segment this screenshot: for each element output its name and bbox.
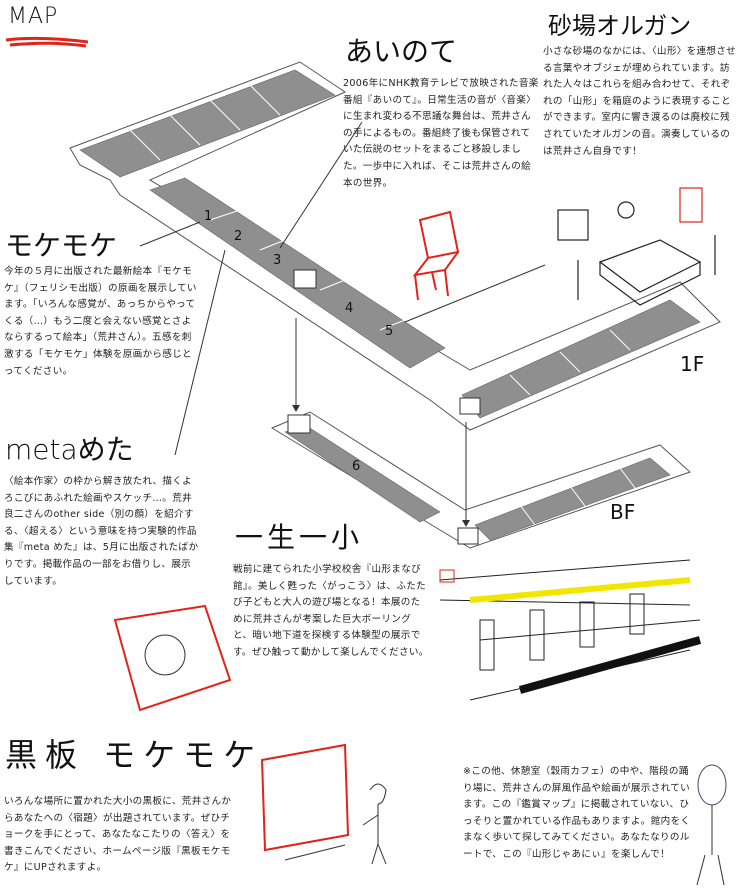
room-bf-right bbox=[474, 457, 671, 541]
sandbox-illustration bbox=[557, 187, 716, 306]
chair-illustration bbox=[412, 210, 460, 301]
ainote-title: あいのて bbox=[345, 35, 458, 68]
bowling-illustration bbox=[439, 559, 702, 701]
stairs-icon bbox=[287, 269, 481, 545]
mokemoke-title: モケモケ bbox=[5, 229, 118, 262]
isshoichisho-description: 戦前に建てられた小学校校舎『山形まなび館』。美しく甦った〈がっこう〉は、ふたたび… bbox=[233, 564, 429, 658]
map-underline bbox=[5, 36, 89, 48]
room-number-2: 2 bbox=[234, 229, 243, 244]
isshoichisho-title: 一生一小 bbox=[235, 521, 364, 554]
meta-title: metaめた bbox=[5, 433, 134, 466]
floor-1f-outline bbox=[69, 61, 721, 431]
mokemoke-description: 今年の５月に出版された最新絵本『モケモケ』（フェリシモ出版）の原画を展示していま… bbox=[4, 266, 197, 377]
room-bf-6 bbox=[284, 424, 441, 523]
room-number-6: 6 bbox=[352, 459, 361, 474]
kokuban-title: 黒板 モケモケ bbox=[5, 736, 264, 774]
leader-meta bbox=[174, 249, 226, 456]
arrow-head-icon bbox=[292, 405, 300, 412]
floor-label-1f: 1F bbox=[680, 352, 705, 376]
leader-sunaba bbox=[404, 264, 546, 323]
room-number-4: 4 bbox=[345, 301, 354, 316]
meta-description: 〈絵本作家〉の枠から解き放たれ、描くよろこびにあふれた絵画やスケッチ…。荒井良二… bbox=[4, 476, 199, 587]
kokuban-description: いろんな場所に置かれた大小の黒板に、荒井さんからあなたへの〈宿題〉が出題されてい… bbox=[4, 796, 232, 874]
room-number-5: 5 bbox=[385, 324, 394, 339]
character-illustration bbox=[696, 764, 727, 886]
meta-picture-illustration bbox=[113, 604, 232, 712]
blackboard-illustration bbox=[260, 743, 387, 865]
note-description: ※この他、休憩室（穀雨カフェ）の中や、階段の踊り場に、荒井さんの屏風作品や絵画が… bbox=[463, 766, 691, 860]
room-top-strip bbox=[79, 69, 336, 178]
sunaba-title: 砂場オルガン bbox=[548, 12, 692, 40]
room-number-3: 3 bbox=[273, 253, 282, 268]
leader-mokemoke bbox=[139, 221, 201, 247]
leader-ainote bbox=[279, 121, 363, 249]
ainote-description: 2006年にNHK教育テレビで放映された音楽番組『あいのて』。日常生活の音が〈音… bbox=[343, 78, 539, 189]
sunaba-description: 小さな砂場のなかには、〈山形〉を連想させる言葉やオブジェが埋められています。訪れ… bbox=[543, 46, 737, 157]
room-number-1: 1 bbox=[204, 209, 213, 224]
arrow-head-icon bbox=[462, 520, 470, 527]
floor-label-bf: BF bbox=[610, 500, 636, 524]
page-title: MAP bbox=[8, 4, 59, 29]
